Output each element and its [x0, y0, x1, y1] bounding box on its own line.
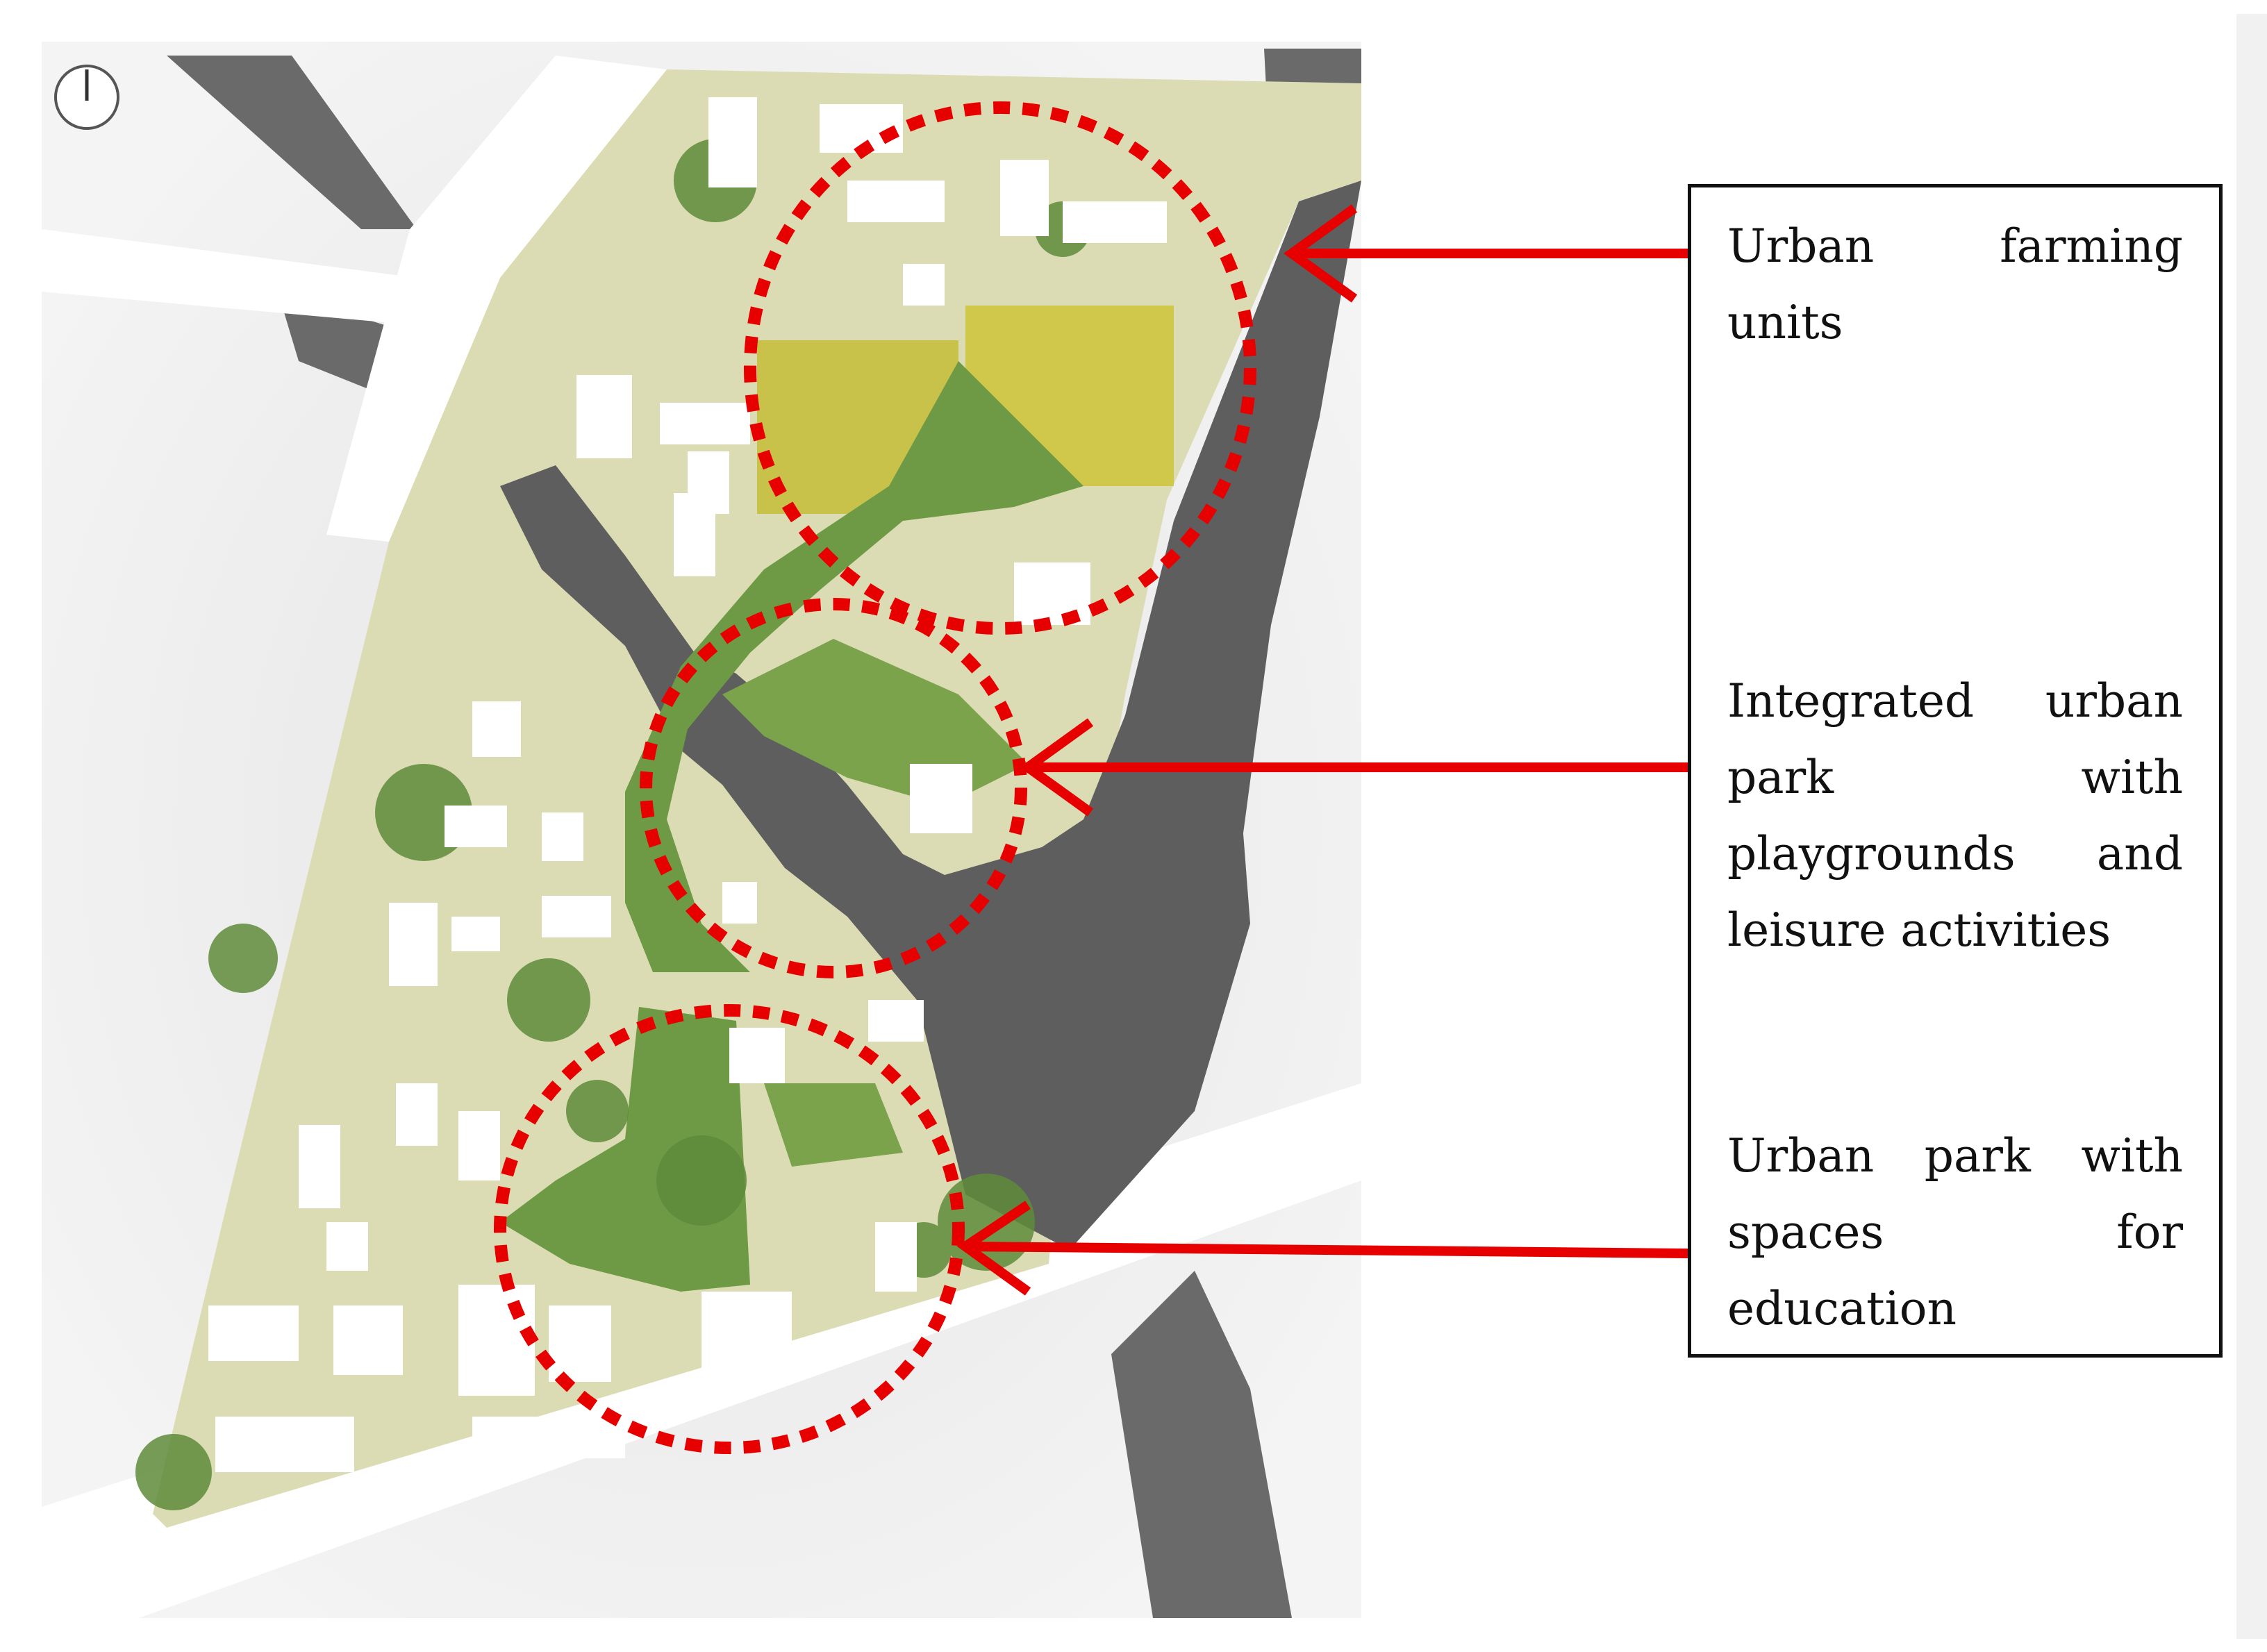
road-top-left	[167, 56, 417, 229]
legend-line: leisure activities	[1727, 903, 2111, 957]
river	[500, 181, 1361, 1250]
legend-line: Urban park with	[1727, 1129, 2183, 1183]
legend-item-urban-farming: Urban farming units	[1727, 208, 2183, 361]
annotation-arrows	[956, 204, 1688, 1296]
legend-line: education	[1727, 1282, 1957, 1335]
circle-farming	[744, 101, 1256, 635]
legend-line: playgrounds and	[1727, 827, 2183, 881]
park-south-east	[764, 1083, 903, 1167]
legend-line: Urban farming	[1727, 219, 2183, 273]
park-corridor-north	[625, 361, 1083, 972]
legend-item-integrated-park: Integrated urban park with playgrounds a…	[1727, 663, 2183, 969]
scrollbar[interactable]	[2236, 14, 2267, 1639]
legend-line: units	[1727, 296, 1843, 349]
arrow-education-line	[965, 1242, 1688, 1258]
street-diagonal	[326, 56, 667, 542]
legend-box: Urban farming units Integrated urban par…	[1688, 184, 2223, 1358]
road-bottom-right	[1111, 1271, 1292, 1618]
buildings	[208, 97, 1167, 1472]
arrow-farming-head	[1284, 204, 1358, 303]
circle-education-park	[494, 1004, 965, 1454]
street-west	[42, 229, 431, 326]
arrow-park-head	[1020, 718, 1094, 817]
circle-integrated-park	[640, 598, 1027, 978]
legend-line: spaces for	[1727, 1205, 2183, 1259]
legend-line: Integrated urban	[1727, 674, 2183, 728]
legend-item-education-park: Urban park with spaces for education	[1727, 1118, 2183, 1347]
arrow-education-head	[956, 1201, 1031, 1296]
legend-line: park with	[1727, 751, 2183, 804]
north-arrow-icon	[54, 65, 119, 130]
annotation-circles	[494, 101, 1256, 1454]
